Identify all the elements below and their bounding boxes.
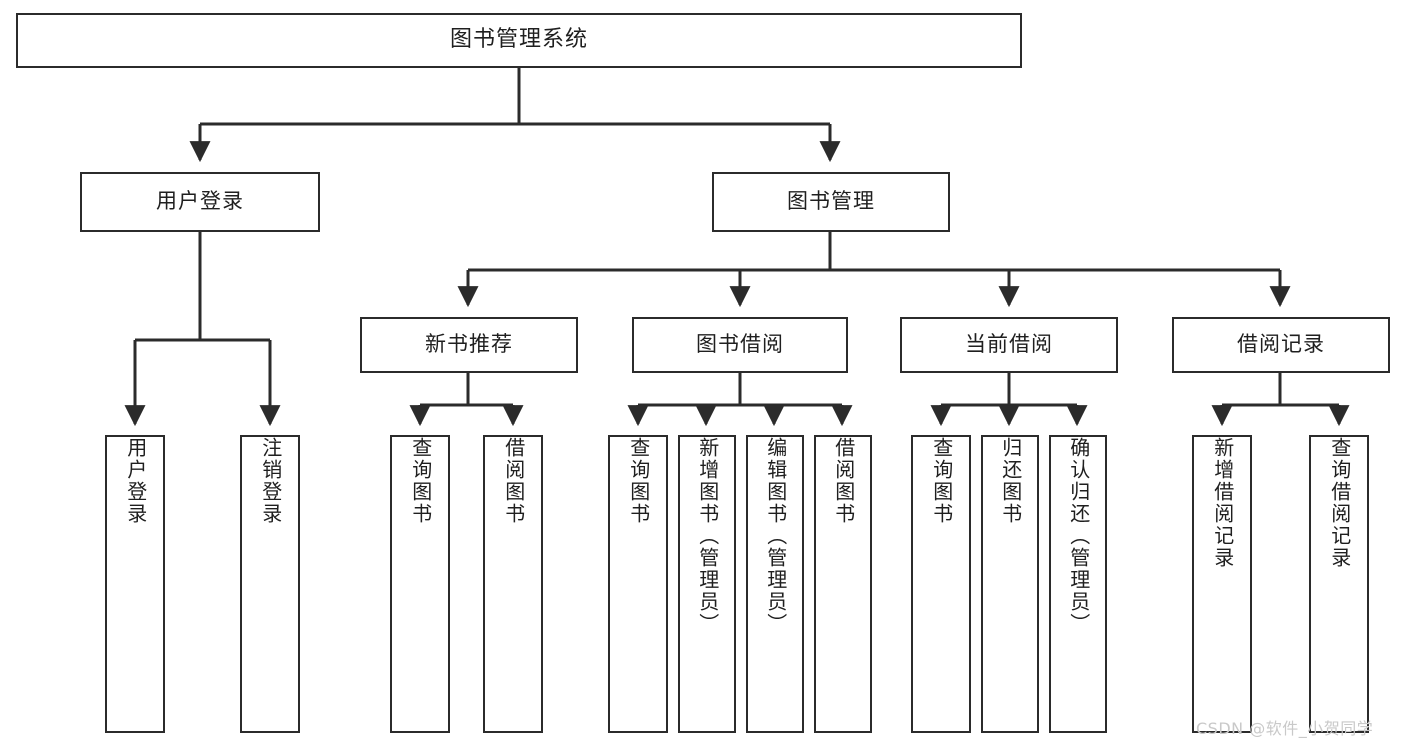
leaf-query-book-borrow[interactable]: 查询图书 [608, 435, 668, 733]
leaf-user-login[interactable]: 用户登录 [105, 435, 165, 733]
node-label: 注销登录 [258, 437, 283, 525]
leaf-edit-book[interactable]: 编辑图书（管理员） [746, 435, 804, 733]
node-label: 查询图书 [929, 437, 954, 525]
node-label: 新增借阅记录 [1210, 437, 1235, 569]
node-book-borrow[interactable]: 图书借阅 [632, 317, 848, 373]
node-user-login[interactable]: 用户登录 [80, 172, 320, 232]
leaf-add-borrow-record[interactable]: 新增借阅记录 [1192, 435, 1252, 733]
leaf-borrow-book-recommend[interactable]: 借阅图书 [483, 435, 543, 733]
node-label: 用户登录 [156, 189, 244, 214]
node-label: 借阅记录 [1237, 332, 1325, 357]
node-root-book-management-system[interactable]: 图书管理系统 [16, 13, 1022, 68]
node-label: 用户登录 [123, 437, 148, 525]
node-label: 查询图书 [626, 437, 651, 525]
leaf-add-book[interactable]: 新增图书（管理员） [678, 435, 736, 733]
node-label: 编辑图书（管理员） [763, 437, 788, 635]
node-label: 新书推荐 [425, 332, 513, 357]
node-label: 图书管理系统 [449, 27, 588, 53]
node-label: 借阅图书 [831, 437, 856, 525]
leaf-query-borrow-record[interactable]: 查询借阅记录 [1309, 435, 1369, 733]
node-book-management[interactable]: 图书管理 [712, 172, 950, 232]
node-label: 借阅图书 [501, 437, 526, 525]
node-label: 确认归还（管理员） [1066, 437, 1091, 635]
leaf-logout[interactable]: 注销登录 [240, 435, 300, 733]
node-label: 图书管理 [787, 189, 875, 214]
leaf-borrow-book[interactable]: 借阅图书 [814, 435, 872, 733]
leaf-query-book-current[interactable]: 查询图书 [911, 435, 971, 733]
csdn-watermark: CSDN @软件_小贺同学 [1196, 719, 1374, 738]
leaf-query-book-recommend[interactable]: 查询图书 [390, 435, 450, 733]
node-label: 图书借阅 [696, 332, 784, 357]
leaf-confirm-return[interactable]: 确认归还（管理员） [1049, 435, 1107, 733]
node-label: 查询借阅记录 [1327, 437, 1352, 569]
node-label: 当前借阅 [965, 332, 1053, 357]
node-current-borrow[interactable]: 当前借阅 [900, 317, 1118, 373]
node-new-book-recommend[interactable]: 新书推荐 [360, 317, 578, 373]
node-borrow-record[interactable]: 借阅记录 [1172, 317, 1390, 373]
node-label: 查询图书 [408, 437, 433, 525]
node-label: 归还图书 [998, 437, 1023, 525]
node-label: 新增图书（管理员） [695, 437, 720, 635]
leaf-return-book[interactable]: 归还图书 [981, 435, 1039, 733]
